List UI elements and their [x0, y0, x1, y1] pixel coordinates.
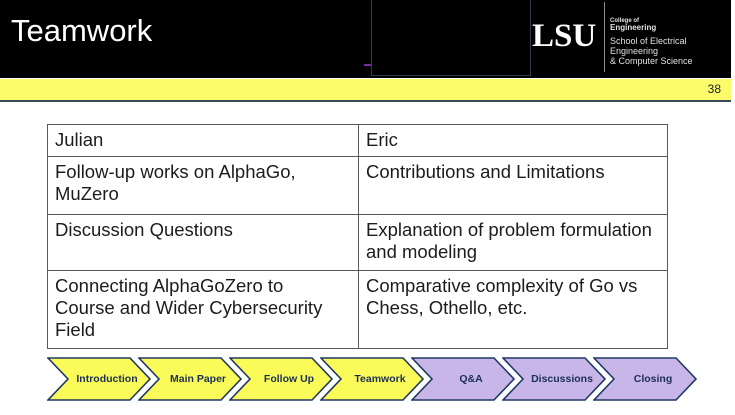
progress-step-qa[interactable]: Q&A — [411, 357, 515, 401]
logo-engineering: Engineering — [610, 23, 657, 32]
table-cell-julian: Julian — [47, 124, 359, 157]
team-roles-table: Julian Eric Follow-up works on AlphaGo, … — [47, 124, 668, 349]
table-cell: Follow-up works on AlphaGo, MuZero — [47, 156, 359, 215]
empty-placeholder-box — [371, 0, 531, 76]
progress-step-label: Teamwork — [354, 373, 406, 385]
progress-step-follow-up[interactable]: Follow Up — [229, 357, 333, 401]
lsu-logo-text: LSU — [532, 18, 597, 54]
table-cell-eric: Eric — [358, 124, 668, 157]
table-cell: Explanation of problem formulation and m… — [358, 214, 668, 271]
table-cell: Comparative complexity of Go vs Chess, O… — [358, 270, 668, 349]
progress-step-label: Closing — [633, 373, 673, 385]
chevron-arrow-icon — [138, 357, 242, 401]
table-cell: Discussion Questions — [47, 214, 359, 271]
logo-text-block: College of Engineering School of Electri… — [610, 18, 730, 66]
progress-step-label: Main Paper — [169, 373, 227, 385]
progress-step-teamwork[interactable]: Teamwork — [320, 357, 424, 401]
accent-band: 38 — [0, 79, 731, 102]
table-row: Connecting AlphaGoZero to Course and Wid… — [47, 270, 668, 349]
logo-school-line1: School of Electrical Engineering — [610, 36, 687, 56]
slide-number: 38 — [707, 82, 721, 96]
chevron-arrow-icon — [47, 357, 151, 401]
table-cell: Contributions and Limitations — [358, 156, 668, 215]
logo-school-line2: & Computer Science — [610, 56, 693, 66]
progress-step-main-paper[interactable]: Main Paper — [138, 357, 242, 401]
progress-step-discussions[interactable]: Discussions — [502, 357, 606, 401]
table-cell: Connecting AlphaGoZero to Course and Wid… — [47, 270, 359, 349]
chevron-arrow-icon — [593, 357, 697, 401]
progress-step-label: Q&A — [459, 373, 483, 385]
chevron-arrow-icon — [502, 357, 606, 401]
chevron-arrow-icon — [229, 357, 333, 401]
logo-college-of: College of — [610, 18, 640, 24]
purple-dash-mark — [364, 64, 371, 66]
progress-step-introduction[interactable]: Introduction — [47, 357, 151, 401]
table-row: Discussion Questions Explanation of prob… — [47, 214, 668, 271]
chevron-arrow-icon — [411, 357, 515, 401]
progress-step-label: Introduction — [76, 373, 138, 385]
logo-divider-line — [604, 2, 605, 72]
table-row: Julian Eric — [47, 124, 668, 157]
progress-step-label: Discussions — [531, 373, 593, 385]
progress-step-label: Follow Up — [263, 373, 315, 385]
chevron-arrow-icon — [320, 357, 424, 401]
progress-nav: Introduction Main Paper Follow Up Teamwo… — [47, 357, 697, 401]
table-row: Follow-up works on AlphaGo, MuZero Contr… — [47, 156, 668, 215]
slide-title: Teamwork — [11, 13, 153, 48]
slide-header: Teamwork LSU College of Engineering Scho… — [0, 0, 731, 78]
progress-step-closing[interactable]: Closing — [593, 357, 697, 401]
